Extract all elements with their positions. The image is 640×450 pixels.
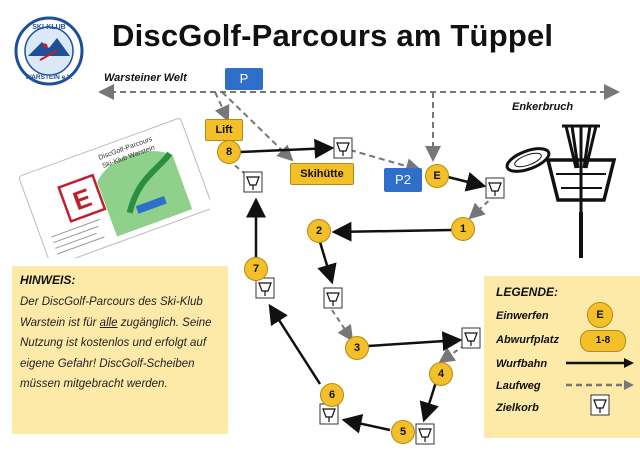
basket-icon <box>323 287 343 309</box>
lane-e <box>443 172 487 192</box>
legend-label-einwerfen: Einwerfen <box>496 310 549 322</box>
parking-p-label: P <box>225 68 263 90</box>
walkway-4-basket <box>438 344 466 364</box>
station-3: 3 <box>345 336 369 360</box>
station-5: 5 <box>391 420 415 444</box>
legend-symbol-abwurfplatz: 1-8 <box>580 330 626 352</box>
legend-label-abwurfplatz: Abwurfplatz <box>496 334 559 346</box>
hinweis-heading: HINWEIS: <box>20 273 76 287</box>
logo-bottom-text: WARSTEIN e.V. <box>25 74 72 81</box>
discgolf-basket-icon <box>545 124 617 258</box>
hinweis-text-part-2: zugänglich. Seine Nutzung ist kostenlos … <box>20 316 212 391</box>
warsteiner-welt-label: Warsteiner Welt <box>104 72 187 84</box>
legend-symbol-einwerfen: E <box>587 302 613 328</box>
basket-icon <box>255 277 275 299</box>
station-e: E <box>425 164 449 188</box>
station-1: 1 <box>451 217 475 241</box>
legend-panel: LEGENDE: Einwerfen E Abwurfplatz 1-8 Wur… <box>484 276 640 438</box>
basket-icon <box>485 177 505 199</box>
parking-p2-label: P2 <box>384 168 422 192</box>
basket-icon <box>319 403 339 425</box>
disc-icon <box>505 147 551 173</box>
enkerbruch-label: Enkerbruch <box>512 101 574 113</box>
basket-icon <box>461 327 481 349</box>
hinweis-text: Der DiscGolf-Parcours des Ski-Klub Warst… <box>20 292 226 395</box>
hinweis-panel: HINWEIS: Der DiscGolf-Parcours des Ski-K… <box>12 266 228 434</box>
walkway-to-skihuette <box>221 91 294 162</box>
station-8: 8 <box>217 140 241 164</box>
lane-5 <box>341 413 391 434</box>
basket-icon <box>415 423 435 445</box>
basket-icon <box>333 137 353 159</box>
legend-walk-arrow <box>566 380 634 390</box>
legend-label-wurfbahn: Wurfbahn <box>496 358 548 370</box>
lane-1 <box>331 221 453 242</box>
legend-label-laufweg: Laufweg <box>496 380 541 392</box>
walkway-basket-to-e <box>349 149 422 174</box>
page-title: DiscGolf-Parcours am Tüppel <box>112 18 554 53</box>
station-6: 6 <box>320 383 344 407</box>
station-7: 7 <box>244 257 268 281</box>
station-4: 4 <box>429 362 453 386</box>
walkway-to-lift <box>214 91 230 122</box>
ski-klub-logo: SKI-KLUB WARSTEIN e.V. <box>14 16 84 86</box>
logo-top-text: SKI-KLUB <box>32 24 65 31</box>
basket-icon <box>243 171 263 193</box>
lift-label: Lift <box>205 119 243 141</box>
legend-basket-icon <box>590 394 610 416</box>
course-card-image: E DiscGolf-Parcours Ski-Klub Warstein <box>18 118 210 258</box>
lane-6 <box>268 303 322 385</box>
legend-label-zielkorb: Zielkorb <box>496 402 539 414</box>
lane-3 <box>367 331 463 352</box>
walkway-2-basket <box>331 309 354 342</box>
station-2: 2 <box>307 219 331 243</box>
legend-throw-arrow <box>566 358 634 368</box>
lane-8 <box>239 138 335 159</box>
lane-2 <box>317 241 337 285</box>
lane-4 <box>419 381 439 423</box>
hinweis-text-underlined: alle <box>99 316 118 329</box>
hinweis-text-part-1: Der DiscGolf-Parcours des Ski-Klub Warst… <box>20 296 203 329</box>
walkway-1-basket <box>468 194 496 220</box>
legend-heading: LEGENDE: <box>496 285 559 299</box>
skihuette-label: Skihütte <box>290 163 354 185</box>
